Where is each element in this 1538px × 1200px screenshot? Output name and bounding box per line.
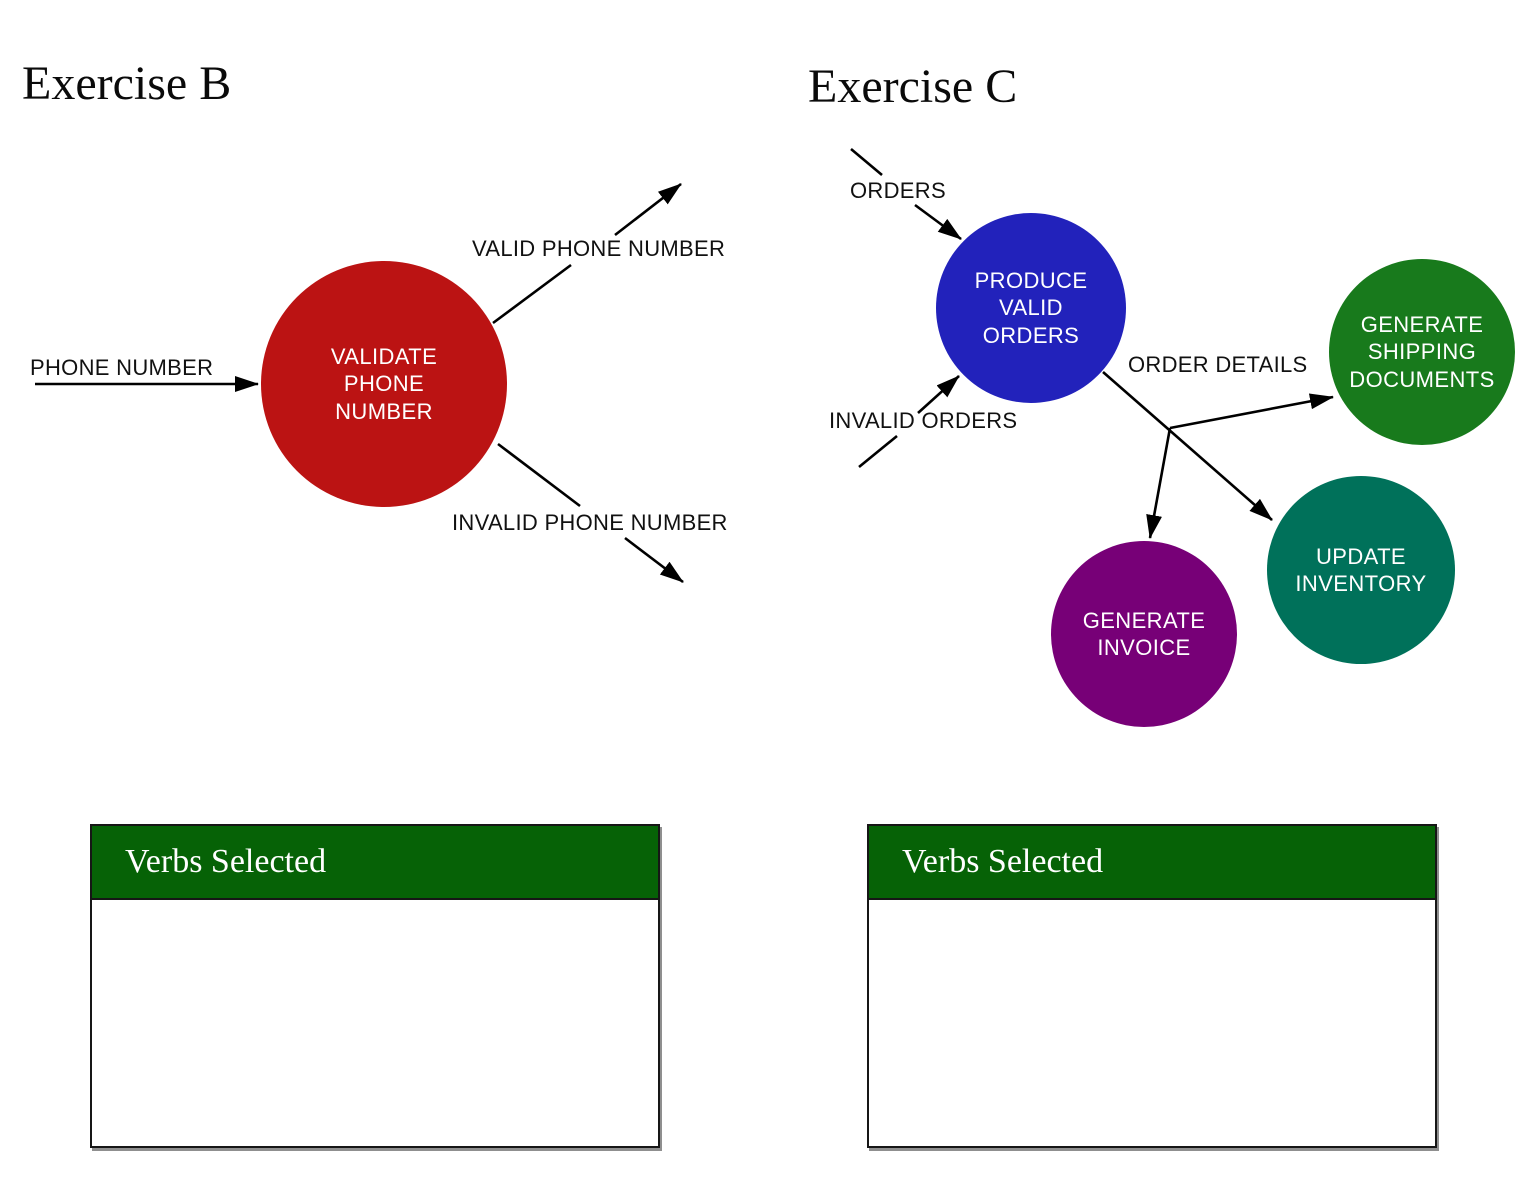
order-details-label: ORDER DETAILS [1128,352,1308,377]
exercise-b-verbs-panel-title: Verbs Selected [125,843,327,880]
orders-label: ORDERS [850,178,946,203]
valid-phone-number-label: VALID PHONE NUMBER [472,236,726,261]
invalid-phone-number-label: INVALID PHONE NUMBER [452,510,728,535]
exercise-b-verbs-panel-body [92,900,658,1146]
exercise-c-title: Exercise C [808,60,1018,113]
produce-valid-orders-node-label: PRODUCE VALID ORDERS [974,268,1088,348]
invalid-orders-arrow-tail [858,434,898,469]
generate-shipping-documents-node-label: GENERATE SHIPPING DOCUMENTS [1349,312,1495,392]
exercise-b-title: Exercise B [22,57,232,110]
valid-phone-number-arrow-head [614,182,682,237]
validate-phone-number-node: VALIDATE PHONE NUMBER [261,261,507,507]
produce-valid-orders-node: PRODUCE VALID ORDERS [936,213,1126,403]
order-details-to-update-inventory-arrow [1102,371,1273,521]
generate-invoice-node: GENERATE INVOICE [1051,541,1237,727]
orders-arrow-tail [850,148,883,176]
exercise-c-verbs-panel-body [869,900,1435,1146]
orders-arrow-head [914,203,962,241]
valid-phone-number-arrow-tail [492,263,572,325]
order-details-to-shipping-documents-arrow [1169,393,1334,430]
exercise-b-verbs-panel-header: Verbs Selected [92,826,658,900]
exercise-c-verbs-panel-title: Verbs Selected [902,843,1104,880]
exercise-c-verbs-panel-header: Verbs Selected [869,826,1435,900]
generate-invoice-node-label: GENERATE INVOICE [1082,607,1206,660]
invalid-phone-number-arrow-tail [497,442,581,508]
validate-phone-number-node-label: VALIDATE PHONE NUMBER [330,344,438,424]
generate-shipping-documents-node: GENERATE SHIPPING DOCUMENTS [1329,259,1515,445]
exercise-b-verbs-panel: Verbs Selected [90,824,660,1148]
invalid-phone-number-arrow-head [624,536,684,584]
order-details-to-generate-invoice-arrow [1146,427,1172,539]
phone-number-label: PHONE NUMBER [30,355,214,380]
update-inventory-node: UPDATE INVENTORY [1267,476,1455,664]
invalid-orders-label: INVALID ORDERS [829,408,1018,433]
update-inventory-node-label: UPDATE INVENTORY [1295,543,1427,596]
exercise-c-verbs-panel: Verbs Selected [867,824,1437,1148]
